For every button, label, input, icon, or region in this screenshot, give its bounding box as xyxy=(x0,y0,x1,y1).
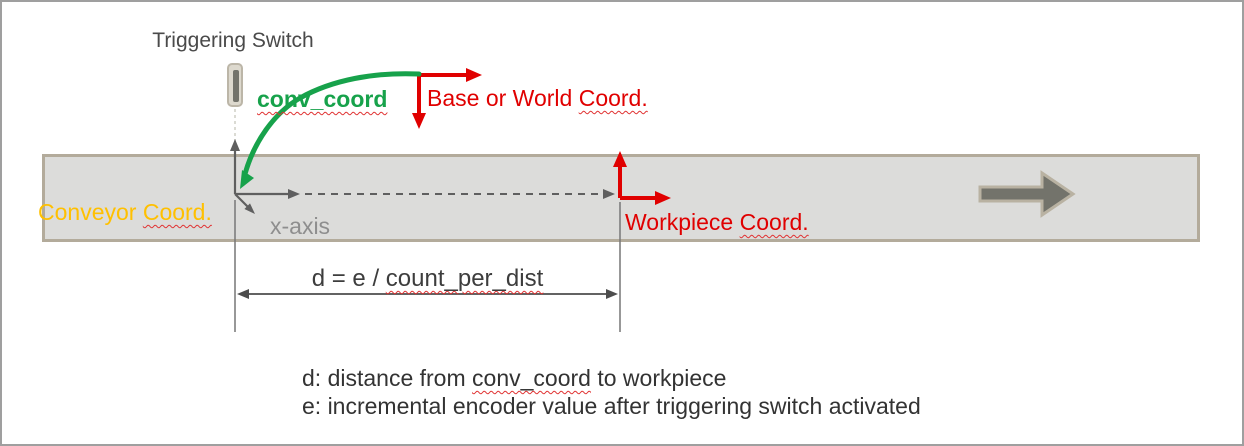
base-world-coord-label: Base or World Coord. xyxy=(427,85,648,111)
triggering-switch-lever xyxy=(233,70,239,102)
conveyor-direction-arrow-icon xyxy=(978,170,1076,218)
note-d-suffix: to workpiece xyxy=(590,365,727,391)
base-world-coord-axes-icon xyxy=(412,68,482,129)
workpiece-coord-axes-icon xyxy=(613,151,671,205)
workpiece-coord-text: Workpiece xyxy=(625,209,740,235)
triggering-switch-label: Triggering Switch xyxy=(152,29,314,52)
x-axis-label: x-axis xyxy=(270,213,331,239)
distance-dashed-arrow xyxy=(305,189,615,199)
workpiece-coord-label: Workpiece Coord. xyxy=(625,209,809,235)
conveyor-coord-axes-icon xyxy=(230,139,300,214)
conv-coord-curve-arrow xyxy=(240,71,422,189)
note-d-prefix: d: distance from xyxy=(302,365,473,391)
note-e: e: incremental encoder value after trigg… xyxy=(302,393,921,419)
formula-prefix: d = e / xyxy=(311,265,386,292)
note-d: d: distance from conv_coord to workpiece xyxy=(302,364,921,392)
conveyor-coord-word: Coord. xyxy=(142,199,212,225)
notes-block: d: distance from conv_coord to workpiece… xyxy=(302,364,921,420)
workpiece-coord-word: Coord. xyxy=(739,209,809,235)
conveyor-coord-label: Conveyor Coord. xyxy=(38,199,212,225)
conv-coord-label: conv_coord xyxy=(257,86,388,112)
dimension-arrow xyxy=(237,289,618,299)
conveyor-coord-text: Conveyor xyxy=(38,199,143,225)
formula-variable: count_per_dist xyxy=(385,265,544,292)
triggering-switch-icon xyxy=(227,63,243,107)
note-d-variable: conv_coord xyxy=(472,365,591,391)
distance-formula-label: d = e / count_per_dist xyxy=(235,265,620,293)
base-world-coord-word: Coord. xyxy=(578,85,648,111)
base-world-coord-text: Base or World xyxy=(427,85,579,111)
